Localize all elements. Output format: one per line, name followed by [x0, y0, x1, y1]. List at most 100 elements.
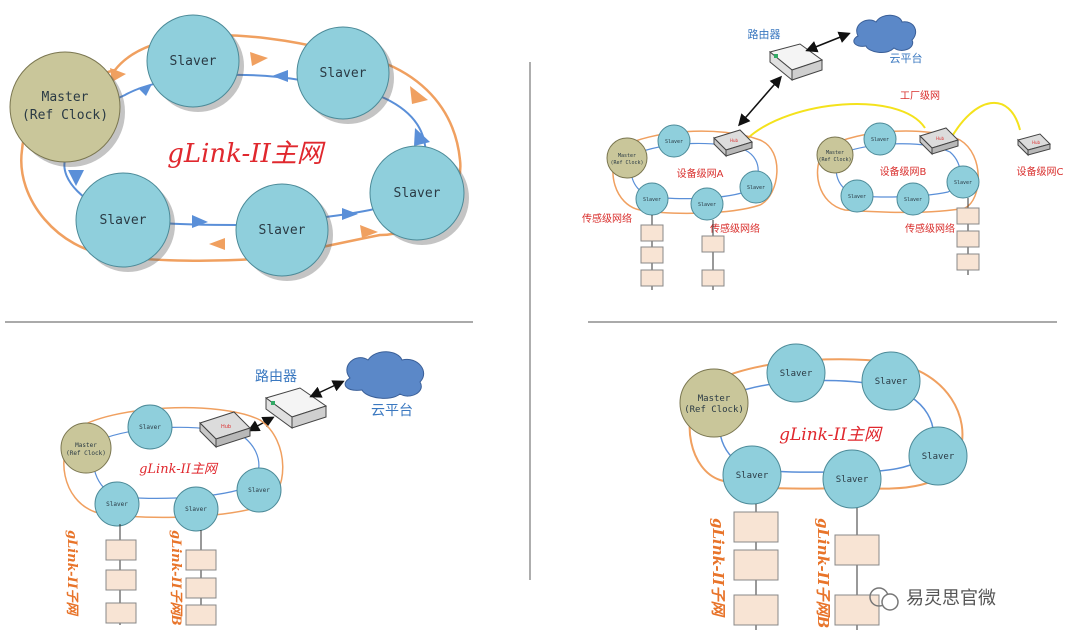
sub-node — [733, 549, 779, 581]
router-icon — [264, 387, 328, 429]
sub-node — [105, 539, 137, 561]
slaver-label: Slaver — [922, 452, 955, 462]
hub-label: Hub — [221, 424, 231, 430]
slaver-label: Slaver — [954, 180, 972, 186]
device-net-b-label: 设备级网B — [880, 165, 927, 178]
master-node — [606, 137, 648, 179]
sub-node — [733, 594, 779, 626]
master-node — [9, 51, 121, 163]
sub-net-b-label: gLink-II子网B — [814, 518, 832, 628]
slaver-label: Slaver — [665, 139, 683, 145]
ring-arrow — [138, 84, 152, 96]
hub-router-link — [247, 416, 275, 432]
slaver-label: Slaver — [248, 487, 270, 494]
panel-factory-network: 路由器 云平台 工厂级网 Master (Ref Clock) Slaver S… — [582, 14, 1064, 290]
watermark: 易灵思官微 — [869, 587, 996, 611]
hub-label: Hub — [730, 138, 739, 143]
device-net-a-label: 设备级网A — [677, 167, 724, 180]
sensor-node — [640, 269, 664, 287]
main-net-title: gLink-II主网 — [167, 139, 326, 169]
sensor-node — [956, 207, 980, 225]
ring-arrow — [342, 208, 358, 220]
ring-arrow — [410, 86, 428, 104]
slaver-label: Slaver — [875, 377, 908, 387]
ref-clock-label: (Ref Clock) — [66, 450, 106, 457]
slaver-label: Slaver — [259, 223, 306, 238]
slaver-node — [863, 122, 897, 156]
ref-clock-label: (Ref Clock) — [684, 405, 744, 415]
ref-clock-label: (Ref Clock) — [22, 108, 108, 123]
ring-orange-outer — [612, 130, 778, 215]
hub-icon: Hub — [713, 129, 753, 158]
sub-node — [105, 602, 137, 624]
wechat-icon-overlay — [881, 593, 899, 611]
router-hub-link — [738, 75, 782, 127]
slaver-node — [896, 182, 930, 216]
master-label: Master — [698, 394, 731, 404]
sensor-node — [956, 230, 980, 248]
cloud-label: 云平台 — [890, 51, 923, 65]
slaver-node — [840, 179, 874, 213]
slaver-label: Slaver — [698, 202, 716, 208]
ring-arrow — [209, 238, 225, 250]
sub-net-a-label: gLink-II子网 — [709, 518, 727, 619]
slaver-node — [235, 183, 329, 277]
panel-cloud-connected-net: 路由器 云平台 Master (Ref Clock) Slaver Slaver… — [60, 351, 425, 626]
watermark-text: 易灵思官微 — [906, 588, 996, 609]
slaver-node — [766, 343, 826, 403]
ring-arrow — [272, 70, 288, 82]
sensor-node — [640, 224, 664, 242]
sensor-net-label: 传感级网络 — [710, 222, 760, 235]
master-node — [816, 136, 854, 174]
slaver-label: Slaver — [185, 506, 207, 513]
slaver-node — [94, 481, 140, 527]
master-label: Master — [618, 153, 636, 159]
cloud-icon — [344, 351, 425, 399]
slaver-label: Slaver — [106, 501, 128, 508]
slaver-label: Slaver — [780, 369, 813, 379]
ref-clock-label: (Ref Clock) — [610, 160, 643, 166]
device-net-c-label: 设备级网C — [1017, 165, 1064, 178]
sensor-node — [701, 235, 725, 253]
factory-link — [949, 102, 1021, 141]
slaver-label: Slaver — [736, 471, 769, 481]
sub-net-b-label: gLink-II子网B — [168, 530, 183, 626]
router-cloud-link — [805, 31, 851, 53]
slaver-label: Slaver — [320, 66, 367, 81]
router-label: 路由器 — [255, 369, 297, 385]
master-label: Master — [42, 90, 89, 105]
sub-node — [834, 594, 880, 626]
slaver-node — [657, 124, 691, 158]
slaver-node — [690, 187, 724, 221]
master-label: Master — [826, 150, 844, 156]
slaver-label: Slaver — [170, 54, 217, 69]
sub-node — [105, 569, 137, 591]
slaver-node — [908, 426, 968, 486]
slaver-label: Slaver — [394, 186, 441, 201]
hub-icon: Hub — [1017, 133, 1051, 157]
master-node — [679, 368, 749, 438]
slaver-label: Slaver — [747, 185, 765, 191]
router-cloud-link — [309, 380, 345, 398]
sub-node — [185, 549, 217, 571]
hub-label: Hub — [936, 136, 945, 141]
panel-main-with-subnets: Master (Ref Clock) Slaver Slaver Slaver … — [679, 343, 968, 630]
slaver-node — [173, 486, 219, 532]
slaver-label: Slaver — [871, 137, 889, 143]
slaver-node — [296, 26, 390, 120]
hub-label: Hub — [1032, 140, 1041, 145]
sensor-net-label: 传感级网络 — [582, 212, 632, 225]
ring-arrow — [414, 128, 430, 146]
cloud-icon — [853, 14, 917, 53]
panel-main-ring: Master (Ref Clock) Slaver Slaver Slaver … — [9, 14, 469, 281]
sensor-node — [956, 253, 980, 271]
slaver-label: Slaver — [836, 475, 869, 485]
ref-clock-label: (Ref Clock) — [818, 157, 851, 163]
slaver-node — [722, 445, 782, 505]
factory-net-label: 工厂级网 — [900, 90, 940, 102]
slaver-node — [861, 351, 921, 411]
ring-blue-inner — [835, 143, 961, 198]
slaver-node — [236, 467, 282, 513]
ring-arrow — [68, 170, 84, 186]
